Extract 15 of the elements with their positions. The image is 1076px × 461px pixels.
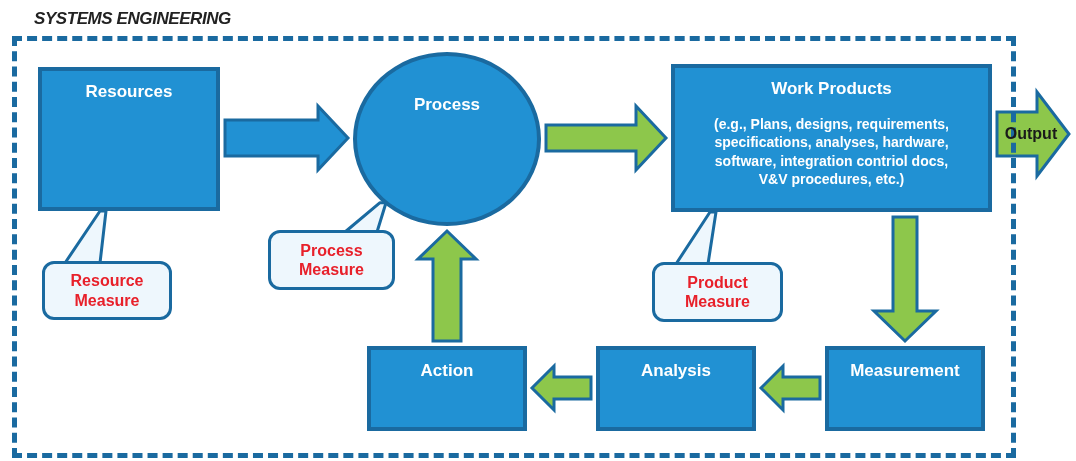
edge-label: Output	[1003, 124, 1059, 144]
process-box: Analysis	[596, 346, 756, 431]
process-box: Resources	[38, 67, 220, 211]
block-arrow	[223, 102, 351, 174]
block-arrow	[414, 228, 480, 343]
process-circle: Process	[353, 52, 541, 226]
block-arrow	[758, 362, 822, 414]
block-arrow	[544, 102, 669, 174]
block-arrow	[529, 362, 593, 414]
process-box: Action	[367, 346, 527, 431]
group-title: SYSTEMS ENGINEERING	[34, 8, 231, 30]
block-arrow	[870, 215, 940, 344]
process-box: Work Products (e.g., Plans, designs, requirements, specifications, analyses, hardware, software, integration contriol docs, V&V procedures, etc.)	[671, 64, 992, 212]
block-arrow	[995, 87, 1071, 181]
process-box: Measurement	[825, 346, 985, 431]
